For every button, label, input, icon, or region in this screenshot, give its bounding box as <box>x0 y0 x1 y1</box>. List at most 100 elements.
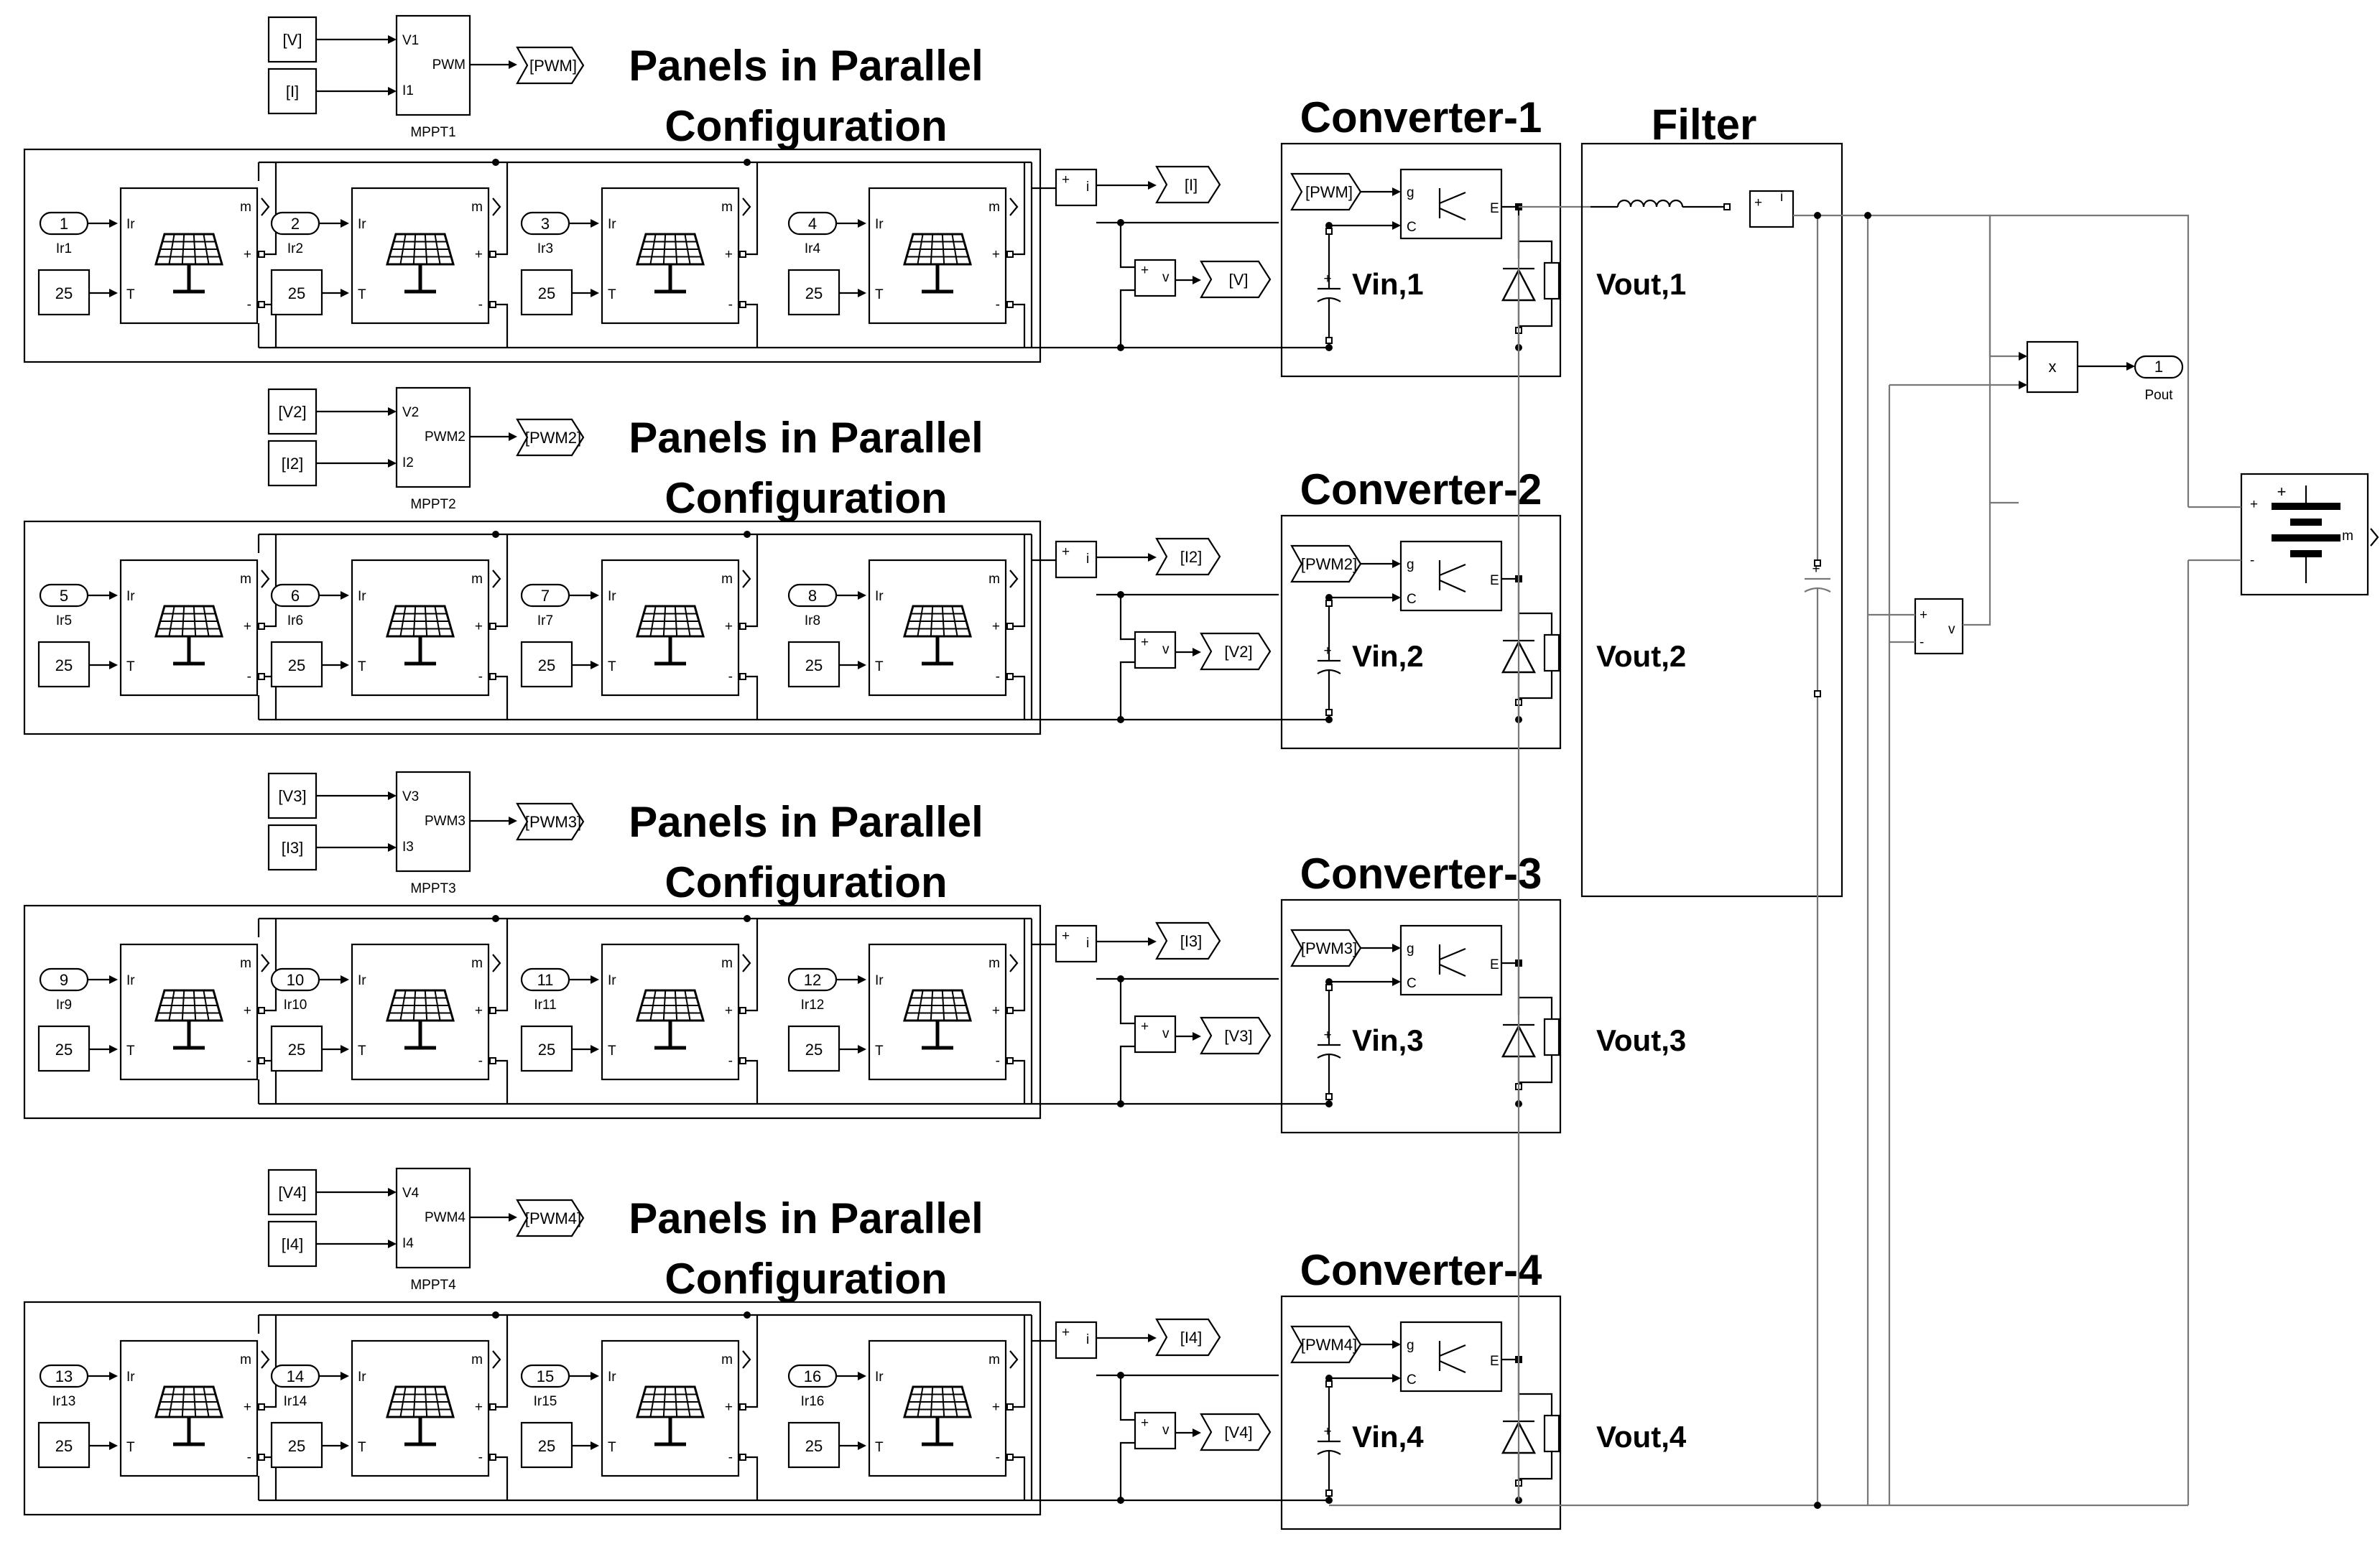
mppt-block[interactable] <box>395 386 471 488</box>
current-sensor[interactable] <box>1055 168 1098 207</box>
output-voltage-sensor[interactable] <box>1914 598 1964 655</box>
temperature-constant[interactable]: 25 <box>37 1421 91 1469</box>
current-sensor[interactable] <box>1055 1321 1098 1360</box>
goto-tag-v[interactable]: [V2] <box>1200 632 1272 671</box>
irradiance-inport[interactable]: 13 <box>39 1364 89 1388</box>
temperature-constant[interactable]: 25 <box>37 1025 91 1072</box>
temperature-constant[interactable]: 25 <box>787 1025 841 1072</box>
from-tag-pwm[interactable]: [PWM3] <box>1290 929 1362 967</box>
goto-tag-pwm[interactable]: [PWM3] <box>516 802 585 841</box>
irradiance-inport[interactable]: 6 <box>270 583 320 608</box>
irradiance-inport[interactable]: 5 <box>39 583 89 608</box>
from-tag-pwm[interactable]: [PWM4] <box>1290 1325 1362 1364</box>
irradiance-inport[interactable]: 8 <box>787 583 838 608</box>
from-tag-i[interactable]: [I4] <box>267 1220 318 1268</box>
from-tag-v[interactable]: [V3] <box>267 772 318 819</box>
from-tag-i[interactable]: [I2] <box>267 440 318 487</box>
goto-tag-pwm[interactable]: [PWM2] <box>516 418 585 457</box>
temperature-constant[interactable]: 25 <box>520 1421 573 1469</box>
irradiance-inport[interactable]: 3 <box>520 211 570 236</box>
temperature-constant[interactable]: 25 <box>787 1421 841 1469</box>
current-sensor[interactable] <box>1055 540 1098 579</box>
temperature-constant[interactable]: 25 <box>37 641 91 688</box>
irradiance-inport[interactable]: 10 <box>270 967 320 992</box>
irradiance-inport[interactable]: 4 <box>787 211 838 236</box>
from-tag-pwm[interactable]: [PWM2] <box>1290 544 1362 583</box>
temperature-constant[interactable]: 25 <box>787 269 841 316</box>
igbt-switch[interactable] <box>1399 168 1503 240</box>
from-tag-i[interactable]: [I3] <box>267 824 318 871</box>
voltage-sensor[interactable] <box>1134 259 1177 297</box>
irradiance-inport[interactable]: 2 <box>270 211 320 236</box>
temperature-constant[interactable]: 25 <box>270 269 323 316</box>
temperature-constant[interactable]: 25 <box>37 269 91 316</box>
temperature-constant[interactable]: 25 <box>270 1421 323 1469</box>
goto-tag-i[interactable]: [I4] <box>1155 1318 1221 1357</box>
goto-tag-i[interactable]: [I2] <box>1155 537 1221 576</box>
irradiance-inport[interactable]: 11 <box>520 967 570 992</box>
temperature-constant[interactable]: 25 <box>520 269 573 316</box>
irradiance-inport[interactable]: 7 <box>520 583 570 608</box>
voltage-sensor[interactable] <box>1134 631 1177 669</box>
battery[interactable]: +-m+ <box>1990 214 2379 1505</box>
goto-tag-v[interactable]: [V] <box>1200 260 1272 299</box>
current-sensor[interactable] <box>1055 924 1098 963</box>
irradiance-inport[interactable]: 14 <box>270 1364 320 1388</box>
goto-tag-i[interactable]: [I3] <box>1155 921 1221 960</box>
from-tag-pwm[interactable]: [PWM] <box>1290 172 1362 211</box>
igbt-switch[interactable] <box>1399 924 1503 996</box>
pv-array-block[interactable] <box>601 559 740 697</box>
igbt-switch[interactable] <box>1399 540 1503 612</box>
temperature-constant[interactable]: 25 <box>270 641 323 688</box>
from-tag-v[interactable]: [V2] <box>267 388 318 435</box>
from-tag-i[interactable]: [I] <box>267 68 318 115</box>
goto-tag-pwm[interactable]: [PWM4] <box>516 1199 585 1237</box>
goto-tag-v[interactable]: [V3] <box>1200 1016 1272 1055</box>
mppt-block[interactable] <box>395 1167 471 1269</box>
from-tag-v[interactable]: [V4] <box>267 1168 318 1216</box>
irradiance-inport[interactable]: 9 <box>39 967 89 992</box>
voltage-sensor[interactable] <box>1134 1015 1177 1054</box>
pout-outport[interactable] <box>2134 355 2184 379</box>
filter-current-sensor[interactable] <box>1749 190 1795 228</box>
temperature-constant[interactable]: 25 <box>270 1025 323 1072</box>
from-tag-v[interactable]: [V] <box>267 16 318 63</box>
goto-tag-i[interactable]: [I] <box>1155 165 1221 204</box>
product-block[interactable] <box>2026 340 2079 394</box>
voltage-sensor[interactable] <box>1134 1411 1177 1450</box>
irradiance-inport[interactable]: 1 <box>39 211 89 236</box>
irradiance-inport[interactable]: 16 <box>787 1364 838 1388</box>
mppt-block[interactable] <box>395 14 471 116</box>
irradiance-inport[interactable]: 12 <box>787 967 838 992</box>
lc-filter[interactable]: Filter+i+ <box>1580 101 1868 1509</box>
temperature-constant[interactable]: 25 <box>520 641 573 688</box>
irradiance-inport[interactable]: 15 <box>520 1364 570 1388</box>
goto-tag-v[interactable]: [V4] <box>1200 1413 1272 1451</box>
goto-tag-pwm[interactable]: [PWM] <box>516 46 585 85</box>
temperature-constant[interactable]: 25 <box>520 1025 573 1072</box>
